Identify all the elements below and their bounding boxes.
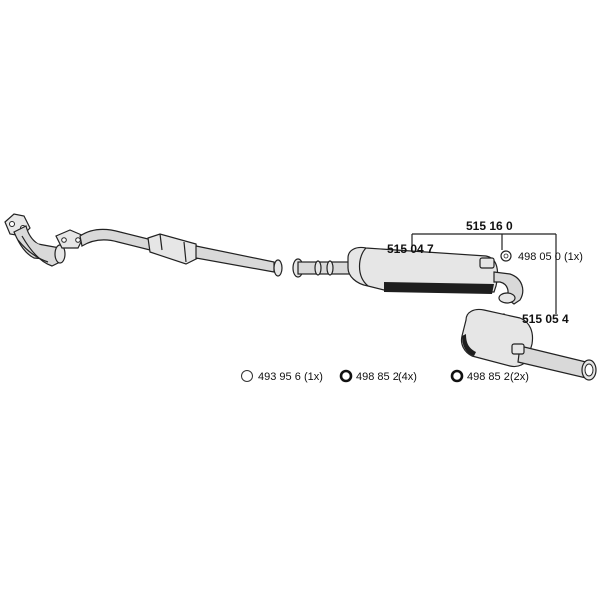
accessory-gasket-1[interactable]: 493 95 6 (1x): [241, 370, 323, 384]
center-muffler[interactable]: [292, 246, 524, 305]
accessory-qty: (4x): [398, 371, 417, 383]
mid-pipe-catalytic[interactable]: [55, 228, 283, 277]
hanger-qty: (1x): [564, 251, 583, 263]
hanger-part-number: 498 05 0: [518, 251, 561, 263]
accessory-gasket-2[interactable]: 498 85 2 (4x): [339, 369, 417, 383]
accessory-part-number: 498 85 2: [467, 371, 510, 383]
ring-thick-icon: [450, 369, 464, 383]
accessory-part-number: 498 85 2: [356, 371, 399, 383]
accessory-qty: (1x): [304, 371, 323, 383]
accessory-hanger[interactable]: 498 05 0 (1x): [500, 250, 583, 263]
accessory-part-number: 493 95 6: [258, 371, 301, 383]
front-pipe[interactable]: [4, 213, 66, 267]
assembly-part-number: 515 16 0: [466, 219, 513, 233]
rear-muffler[interactable]: [460, 308, 597, 381]
rear-muffler-part-number: 515 05 4: [522, 312, 569, 326]
ring-thick-icon: [339, 369, 353, 383]
accessory-gasket-3[interactable]: 498 85 2 (2x): [450, 369, 529, 383]
ring-thin-icon: [241, 370, 253, 382]
accessory-qty: (2x): [510, 371, 529, 383]
center-muffler-part-number: 515 04 7: [387, 242, 434, 256]
assembly-bracket: [411, 233, 557, 314]
